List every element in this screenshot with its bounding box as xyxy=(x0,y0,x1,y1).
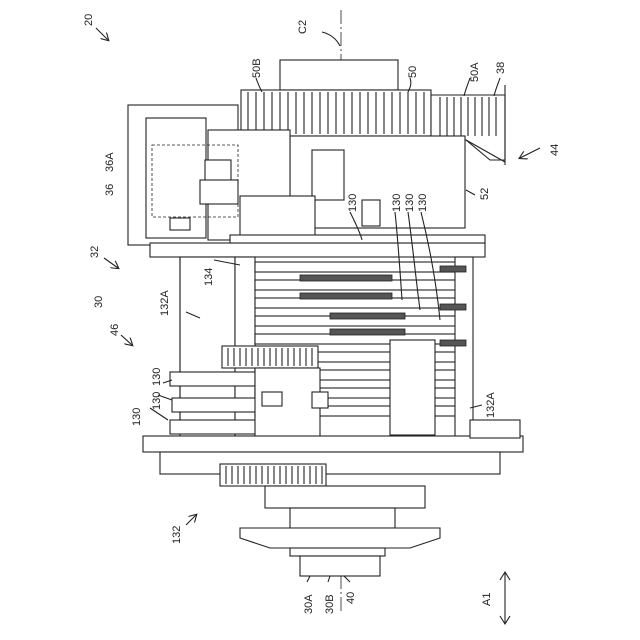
label-130-left-a: 130 xyxy=(151,368,163,386)
label-130-top-d: 130 xyxy=(417,194,429,212)
label-130-top-b: 130 xyxy=(391,194,403,212)
label-30b: 30B xyxy=(324,594,336,614)
label-132a-right: 132A xyxy=(485,392,497,418)
shaft-element xyxy=(330,313,405,319)
label-50: 50 xyxy=(407,66,419,78)
base-plate xyxy=(143,436,523,452)
label-36: 36 xyxy=(104,184,116,196)
middle-gears xyxy=(222,346,318,368)
arrow-20 xyxy=(96,28,108,40)
label-132a-left: 132A xyxy=(159,290,171,316)
label-36a: 36A xyxy=(104,152,116,172)
label-44: 44 xyxy=(549,144,561,156)
label-134: 134 xyxy=(203,268,215,286)
arrow-32 xyxy=(104,258,118,268)
label-30a: 30A xyxy=(303,594,315,614)
label-130-top-c: 130 xyxy=(404,194,416,212)
label-32: 32 xyxy=(89,246,101,258)
shaft-element xyxy=(300,275,392,281)
lower-gears xyxy=(220,464,326,486)
label-c2: C2 xyxy=(297,20,309,34)
left-brackets xyxy=(170,368,328,438)
base-right-block xyxy=(470,420,520,438)
upper-plate-top xyxy=(230,235,485,243)
label-52: 52 xyxy=(479,188,491,200)
label-38: 38 xyxy=(495,62,507,74)
arrow-132 xyxy=(186,515,196,525)
label-50a: 50A xyxy=(469,62,481,82)
shaft-element xyxy=(330,329,405,335)
label-40: 40 xyxy=(345,592,357,604)
shaft-element xyxy=(300,293,392,299)
label-30: 30 xyxy=(93,296,105,308)
upper-plate xyxy=(150,243,485,257)
label-a1: A1 xyxy=(481,593,493,606)
shaft-element xyxy=(440,266,466,272)
label-132: 132 xyxy=(171,526,183,544)
label-50b: 50B xyxy=(251,58,263,78)
base-plate-lower xyxy=(160,452,500,474)
shaft-element xyxy=(440,340,466,346)
label-130-top-a: 130 xyxy=(347,194,359,212)
shaft-element xyxy=(440,304,466,310)
label-130-left-c: 130 xyxy=(131,408,143,426)
label-20: 20 xyxy=(83,14,95,26)
lower-flange xyxy=(240,486,440,576)
label-130-left-b: 130 xyxy=(151,392,163,410)
arrow-44 xyxy=(520,148,540,158)
label-46: 46 xyxy=(109,324,121,336)
upper-housing xyxy=(290,136,465,228)
arrow-46 xyxy=(121,335,132,345)
